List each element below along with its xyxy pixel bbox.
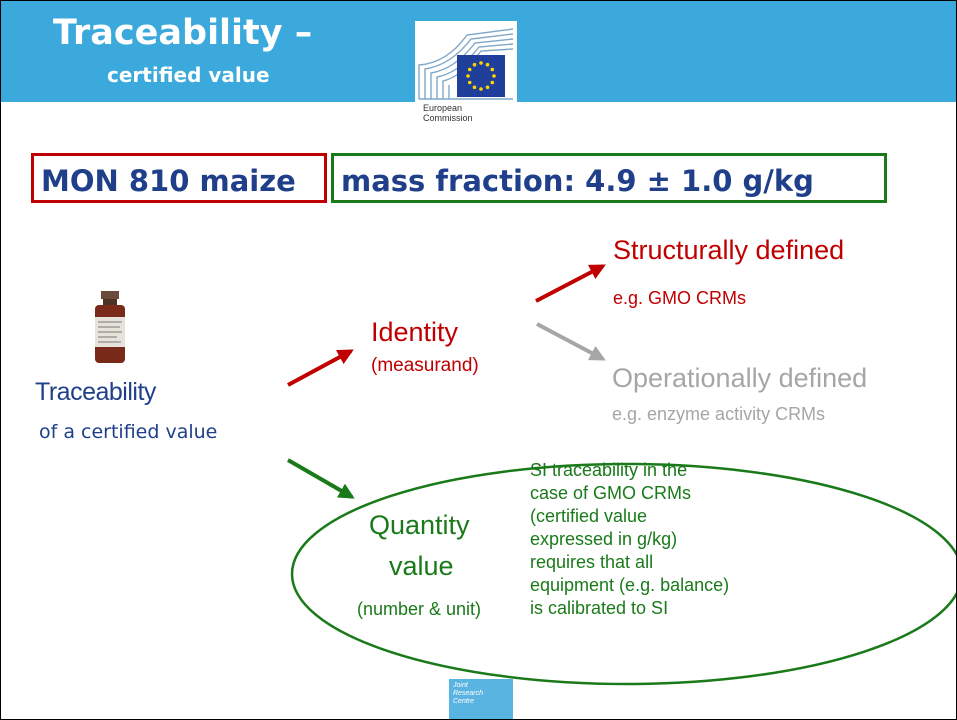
si-note-line: equipment (e.g. balance)	[530, 575, 730, 595]
eu-flag-icon	[457, 55, 505, 97]
si-note-line: is calibrated to SI	[530, 598, 669, 618]
jrc-caption-line: Joint	[453, 682, 468, 689]
arrow-to-quantity	[286, 458, 355, 499]
quantity-ellipse	[290, 462, 956, 686]
quantity-title: Quantity	[369, 510, 470, 540]
arrow-to-operationally	[536, 322, 606, 361]
logo-caption-line: Commission	[423, 113, 473, 123]
slide-title: Traceability –	[53, 13, 313, 53]
crm-vial-icon	[87, 291, 133, 370]
si-note-line: case of GMO CRMs	[530, 483, 692, 503]
mass-fraction-label: mass fraction: 4.9 ± 1.0 g/kg	[341, 164, 814, 198]
si-note-line: requires that all	[530, 552, 654, 572]
jrc-caption: Joint Research Centre	[453, 682, 483, 706]
si-note-line: SI traceability in the	[530, 460, 688, 480]
operationally-defined-example: e.g. enzyme activity CRMs	[612, 404, 826, 424]
slide-subtitle: certified value	[107, 63, 270, 87]
structurally-defined-title: Structurally defined	[613, 235, 845, 265]
jrc-logo: Joint Research Centre	[449, 679, 513, 719]
si-note-line: (certified value	[530, 506, 648, 526]
traceability-title: Traceability	[35, 378, 156, 406]
si-note-line: expressed in g/kg)	[530, 529, 678, 549]
material-label: MON 810 maize	[41, 164, 296, 198]
si-traceability-note: SI traceability in the case of GMO CRMs …	[530, 459, 830, 620]
quantity-title-line2: value	[389, 551, 454, 581]
jrc-caption-line: Centre	[453, 698, 475, 705]
mass-fraction-box: mass fraction: 4.9 ± 1.0 g/kg	[331, 153, 887, 203]
operationally-defined-title: Operationally defined	[612, 363, 868, 393]
logo-caption-line: European	[423, 103, 463, 113]
arrow-to-identity	[287, 349, 354, 387]
traceability-subtitle: of a certified value	[39, 421, 218, 443]
quantity-subtitle: (number & unit)	[357, 599, 482, 619]
european-commission-logo: European Commission	[415, 21, 517, 133]
structurally-defined-example: e.g. GMO CRMs	[613, 288, 747, 308]
arrow-to-structurally	[535, 264, 606, 303]
logo-caption: European Commission	[423, 103, 473, 123]
jrc-caption-line: Research	[453, 690, 483, 697]
material-box: MON 810 maize	[31, 153, 327, 203]
identity-title: Identity	[371, 317, 459, 347]
identity-subtitle: (measurand)	[371, 355, 479, 376]
